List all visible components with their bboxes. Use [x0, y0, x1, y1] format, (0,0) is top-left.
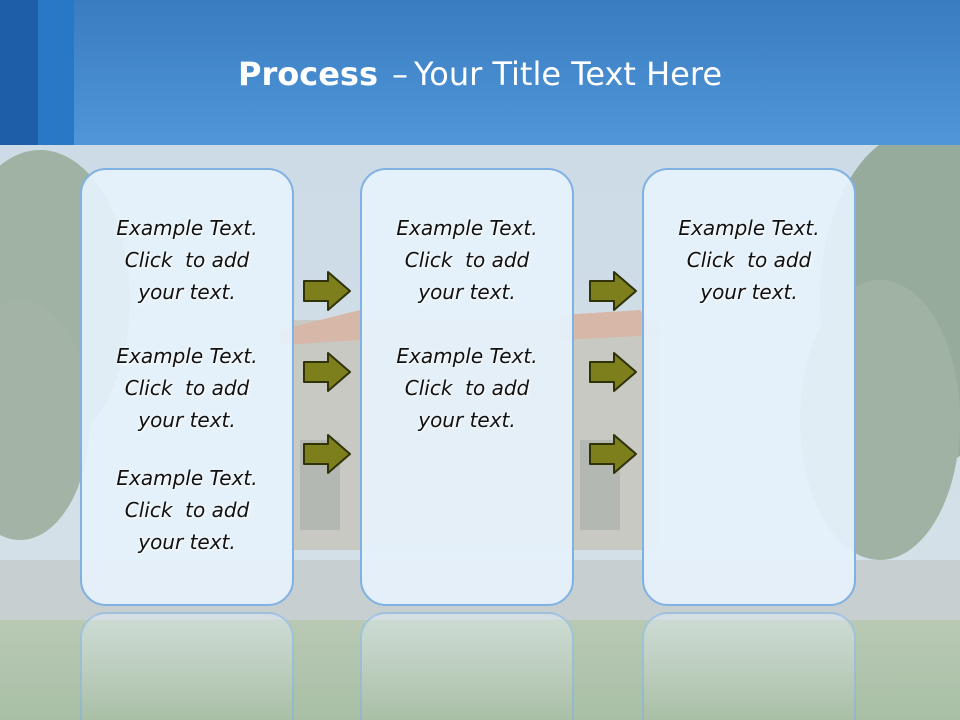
text-line: Click to add — [124, 498, 250, 522]
text-line: Example Text. — [116, 216, 258, 240]
title-bar: Process–Your Title Text Here — [0, 0, 960, 145]
title-bold: Process — [238, 55, 378, 93]
right-arrow-icon[interactable] — [302, 270, 352, 312]
text-block[interactable]: Example Text. Click to add your text. — [82, 340, 292, 436]
right-arrow-icon[interactable] — [302, 433, 352, 475]
right-arrow-icon[interactable] — [588, 351, 638, 393]
process-step-3[interactable]: Example Text. Click to add your text. — [642, 168, 856, 606]
text-line: your text. — [418, 408, 516, 432]
text-line: Example Text. — [116, 344, 258, 368]
text-line: Example Text. — [396, 216, 538, 240]
text-block[interactable]: Example Text. Click to add your text. — [362, 340, 572, 436]
text-line: Example Text. — [678, 216, 820, 240]
text-line: your text. — [138, 530, 236, 554]
text-block[interactable]: Example Text. Click to add your text. — [644, 212, 854, 308]
text-line: your text. — [138, 280, 236, 304]
right-arrow-icon[interactable] — [588, 433, 638, 475]
title-bar-background — [74, 0, 960, 145]
text-line: Click to add — [124, 376, 250, 400]
right-arrow-icon[interactable] — [588, 270, 638, 312]
text-line: Example Text. — [396, 344, 538, 368]
text-block[interactable]: Example Text. Click to add your text. — [82, 212, 292, 308]
box-reflection — [360, 612, 574, 720]
right-arrow-icon[interactable] — [302, 351, 352, 393]
accent-strip — [38, 0, 74, 145]
text-line: Click to add — [404, 376, 530, 400]
text-line: Example Text. — [116, 466, 258, 490]
box-reflection — [642, 612, 856, 720]
text-block[interactable]: Example Text. Click to add your text. — [362, 212, 572, 308]
text-line: your text. — [700, 280, 798, 304]
process-step-2[interactable]: Example Text. Click to add your text. Ex… — [360, 168, 574, 606]
box-reflection — [80, 612, 294, 720]
text-line: your text. — [418, 280, 516, 304]
process-step-1[interactable]: Example Text. Click to add your text. Ex… — [80, 168, 294, 606]
text-block[interactable]: Example Text. Click to add your text. — [82, 462, 292, 558]
accent-strip — [0, 0, 38, 145]
title-separator: – — [391, 55, 408, 93]
text-line: Click to add — [686, 248, 812, 272]
title-text: Your Title Text Here — [413, 55, 722, 93]
slide-title[interactable]: Process–Your Title Text Here — [0, 52, 960, 96]
text-line: Click to add — [404, 248, 530, 272]
text-line: Click to add — [124, 248, 250, 272]
text-line: your text. — [138, 408, 236, 432]
